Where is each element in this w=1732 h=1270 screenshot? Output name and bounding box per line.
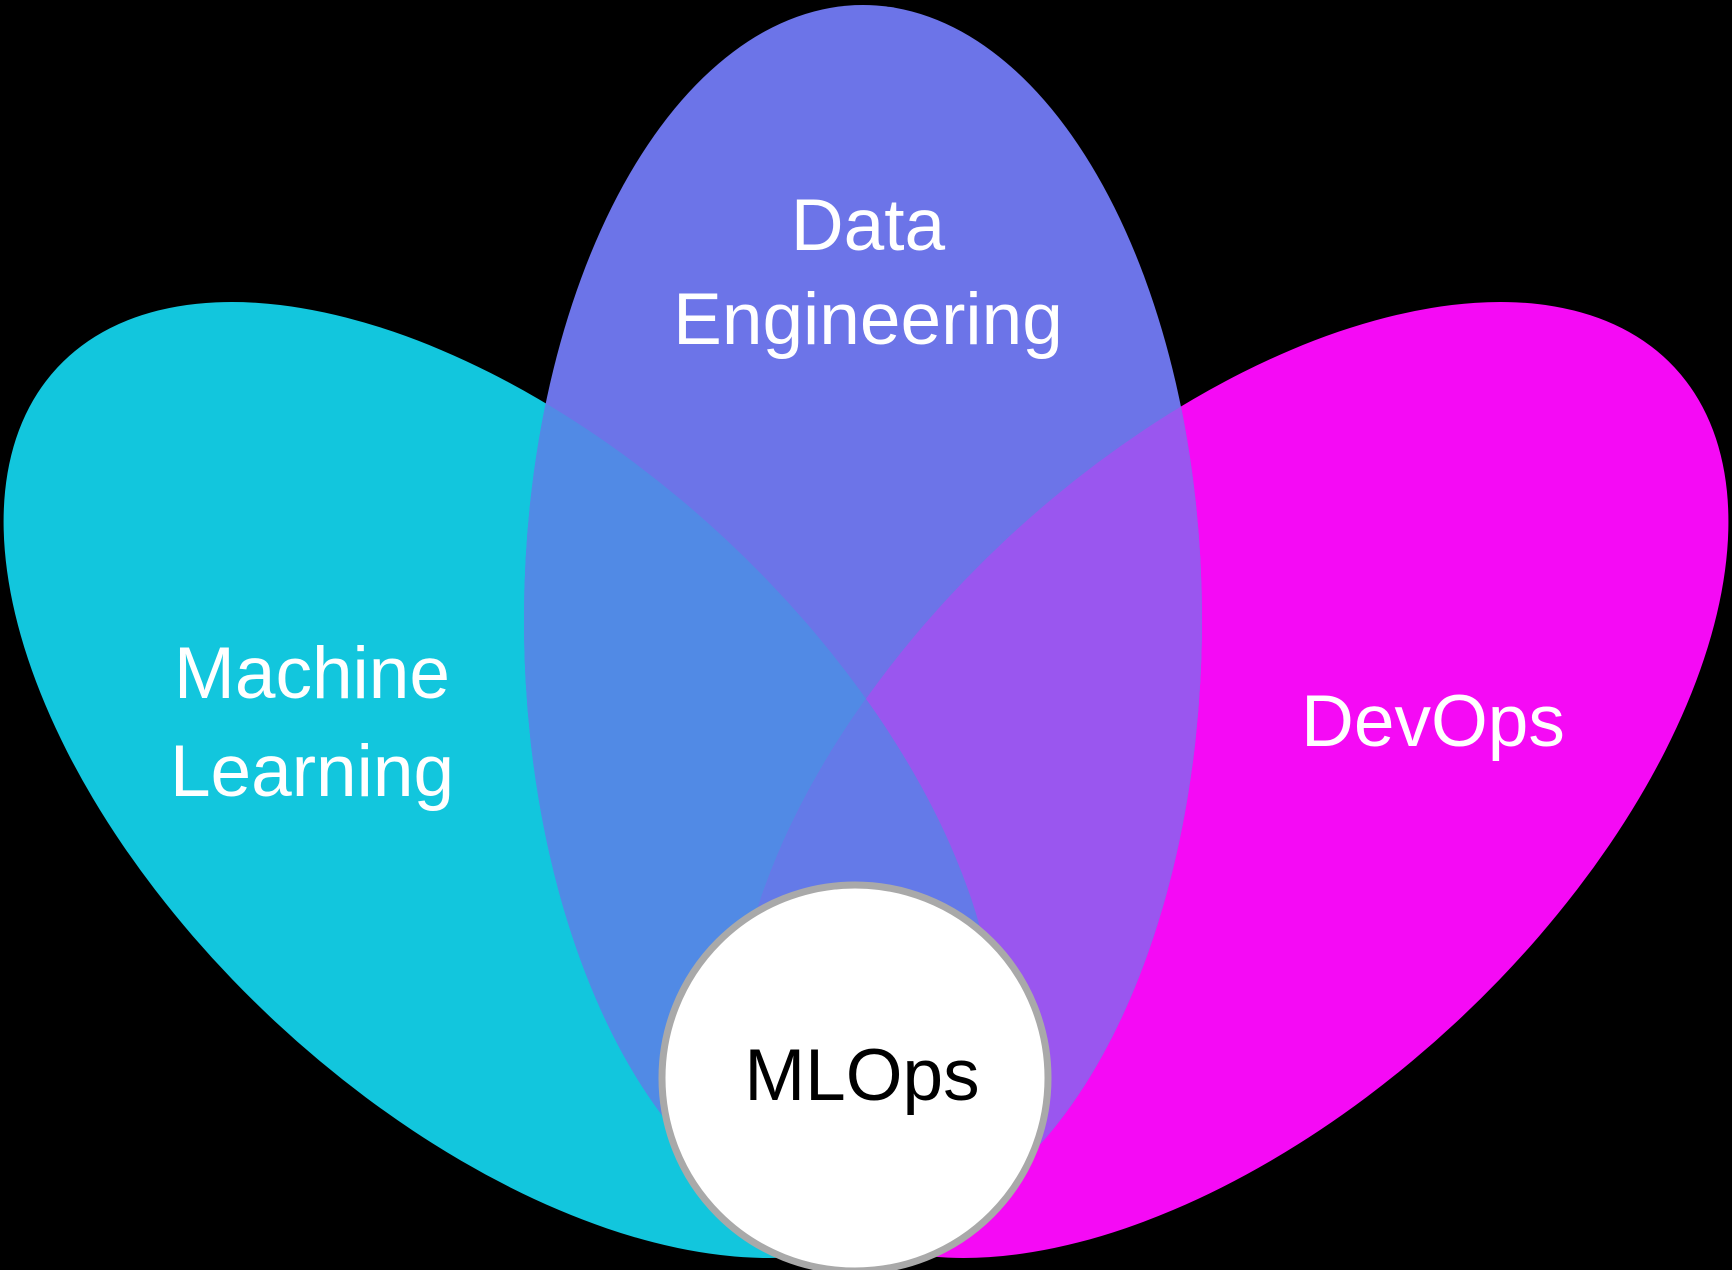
mlops-circle bbox=[658, 881, 1052, 1270]
devops-label: DevOps bbox=[1301, 681, 1565, 762]
machine-learning-label-line2: Learning bbox=[170, 731, 454, 812]
data-engineering-label-line1: Data bbox=[791, 185, 946, 266]
data-engineering-label-line2: Engineering bbox=[673, 279, 1063, 360]
mlops-label: MLOps bbox=[744, 1035, 979, 1116]
machine-learning-label-line1: Machine bbox=[174, 633, 450, 714]
